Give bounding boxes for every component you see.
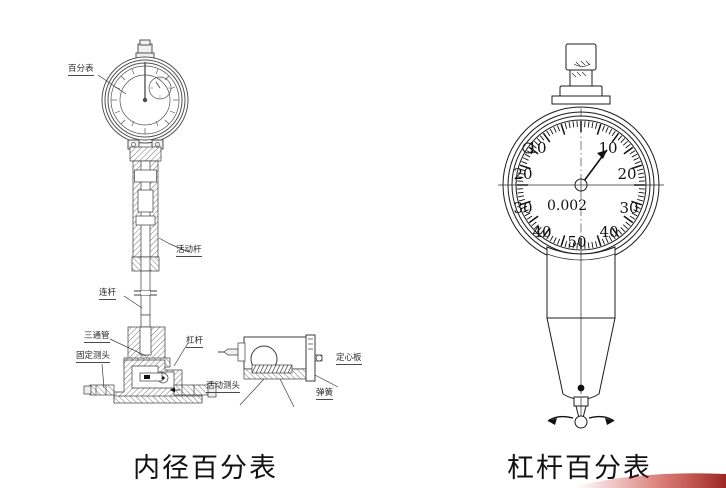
centering-plate-part: [305, 334, 323, 382]
callout-centering-plate: 定心板: [336, 353, 362, 365]
scale-right-20: 20: [617, 165, 636, 183]
dial-pointer: [580, 149, 608, 186]
callout-dial-indicator: 百分表: [68, 64, 94, 76]
zero-marker-ring: [522, 142, 534, 154]
scale-left-40: 40: [532, 223, 551, 241]
scale-right-30: 30: [619, 199, 638, 217]
callout-leaders: [97, 74, 190, 389]
stylus-tip: [573, 396, 589, 429]
spring-coil: [251, 364, 293, 374]
callout-fixed-probe: 固定测头: [76, 351, 111, 363]
callout-lever: 杠杆: [186, 336, 204, 348]
scale-right-40: 40: [599, 223, 618, 241]
gauge-body: [546, 246, 616, 319]
scale-left-20: 20: [513, 165, 532, 183]
motion-arrows: [547, 415, 615, 425]
movable-rod-housing: [129, 146, 162, 272]
gauge-nose: [546, 317, 616, 400]
callout-tee-tube: 三通管: [84, 331, 110, 343]
callout-connecting-rod: 连杆: [99, 288, 117, 300]
decorative-red-swoosh: [576, 473, 726, 488]
callout-movable-probe: 活动测头: [206, 381, 241, 393]
inside-diameter-gauge-drawing: [83, 39, 339, 408]
graduation-value-text: 0.002: [547, 198, 587, 214]
connecting-rod: [134, 270, 157, 328]
dial-scale-numbers: 10 20 30 40 10 20 30 40 50 0.002: [513, 139, 638, 251]
callout-movable-rod: 活动杆: [176, 245, 202, 257]
scale-left-10: 10: [527, 139, 546, 157]
measuring-head-assembly: [83, 359, 217, 404]
movable-probe: [170, 382, 217, 398]
pointer-hub: [574, 178, 588, 192]
lever-dial-gauge-drawing: 10 20 30 40 10 20 30 40 50 0.002: [498, 43, 664, 429]
gauge-top-stem: [551, 43, 611, 105]
detail-view-spring-centering-plate: [218, 334, 339, 408]
caption-inside-diameter-gauge: 内径百分表: [133, 453, 278, 484]
dial-indicator-head: [101, 39, 189, 150]
scale-left-30: 30: [513, 199, 532, 217]
callout-spring: 弹簧: [316, 388, 334, 400]
scale-bottom-50: 50: [567, 233, 586, 251]
fixed-probe: [83, 384, 115, 396]
